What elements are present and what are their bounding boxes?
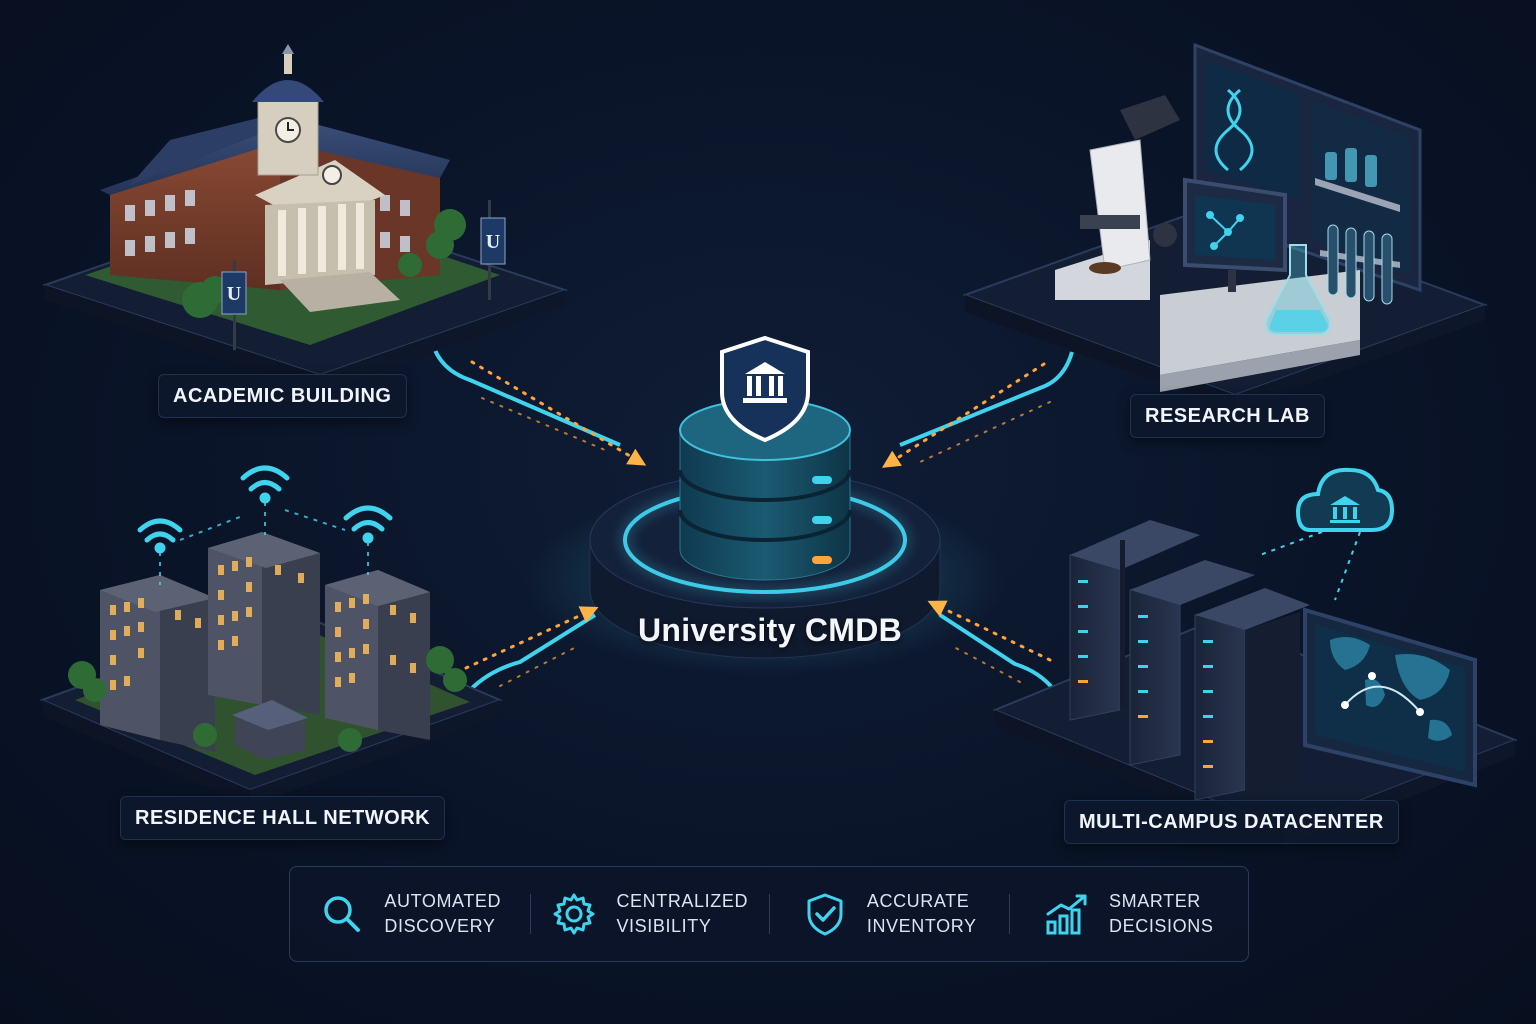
benefit-smarter-decisions: SMARTER DECISIONS bbox=[1008, 884, 1249, 944]
magnifier-icon bbox=[324, 896, 361, 932]
benefit-line1: CENTRALIZED bbox=[616, 891, 749, 911]
benefit-line2: DECISIONS bbox=[1109, 916, 1214, 936]
growth-chart-icon bbox=[1046, 894, 1087, 935]
cloud-university-icon bbox=[1295, 467, 1395, 532]
datacenter-icon bbox=[992, 467, 1518, 846]
benefit-line1: ACCURATE bbox=[866, 891, 970, 911]
benefit-line2: VISIBILITY bbox=[616, 916, 712, 936]
research-lab-icon bbox=[962, 42, 1488, 410]
connectors bbox=[430, 341, 1074, 692]
benefit-line2: DISCOVERY bbox=[384, 916, 496, 936]
university-shield-icon bbox=[720, 335, 810, 443]
node-label-research-lab: RESEARCH LAB bbox=[1130, 394, 1325, 438]
shield-check-icon bbox=[807, 893, 843, 936]
benefits-bar: AUTOMATED DISCOVERY CENTRALIZED VISIBILI… bbox=[289, 866, 1249, 962]
banner-icon: U U bbox=[221, 200, 506, 350]
residence-hall-icon bbox=[39, 465, 503, 806]
gear-icon bbox=[553, 893, 595, 935]
wifi-icon bbox=[137, 465, 393, 554]
academic-building-icon: U U bbox=[41, 44, 569, 392]
cmdb-title: University CMDB bbox=[637, 612, 903, 648]
benefit-automated-discovery: AUTOMATED DISCOVERY bbox=[290, 884, 530, 944]
benefit-accurate-inventory: ACCURATE INVENTORY bbox=[769, 884, 1009, 944]
node-label-multi-campus-datacenter: MULTI-CAMPUS DATACENTER bbox=[1064, 800, 1399, 844]
svg-text:U: U bbox=[227, 283, 241, 305]
benefit-line1: AUTOMATED bbox=[384, 891, 502, 911]
svg-text:U: U bbox=[486, 231, 500, 253]
cmdb-platform bbox=[525, 335, 1005, 675]
node-label-residence-hall-network: RESIDENCE HALL NETWORK bbox=[120, 796, 446, 840]
benefit-centralized-visibility: CENTRALIZED VISIBILITY bbox=[529, 884, 770, 944]
benefit-line1: SMARTER bbox=[1109, 891, 1201, 911]
node-label-academic-building: ACADEMIC BUILDING bbox=[158, 374, 407, 418]
benefit-line2: INVENTORY bbox=[866, 916, 977, 936]
